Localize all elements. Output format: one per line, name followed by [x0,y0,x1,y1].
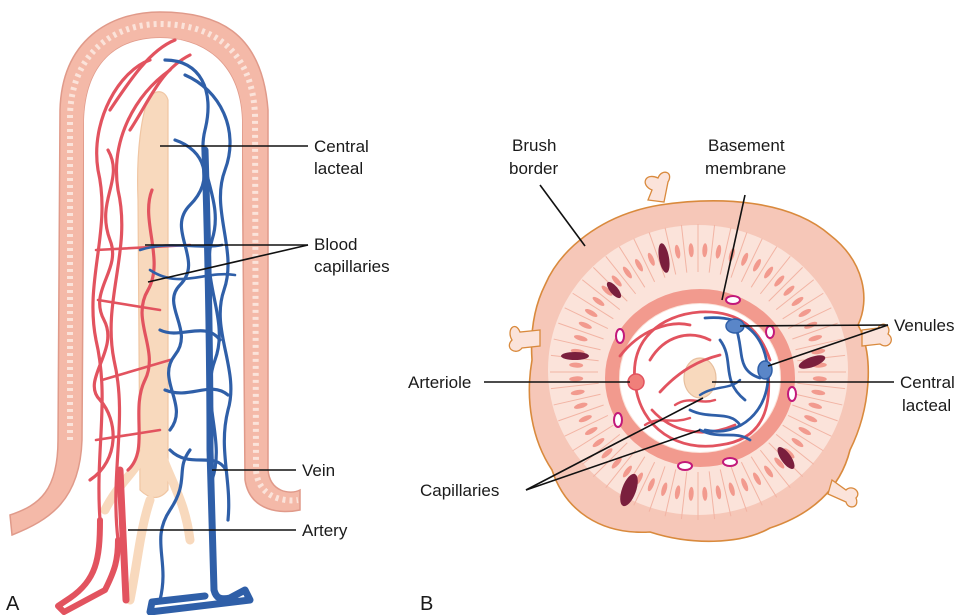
label-central-lacteal-b-line1: Central [900,373,955,392]
label-venules: Venules [894,316,955,335]
label-basement-membrane-line2: membrane [705,159,786,178]
label-brush-border-line1: Brush [512,136,556,155]
label-blood-capillaries-line2: capillaries [314,257,390,276]
venule-lower [758,361,772,379]
label-arteriole: Arteriole [408,373,471,392]
panel-label-a: A [6,593,20,615]
label-brush-border-line2: border [509,159,558,178]
label-capillaries: Capillaries [420,481,499,500]
label-central-lacteal-b-line2: lacteal [902,396,951,415]
leader-brush-border [540,185,585,246]
villus-longitudinal: Central lacteal Blood capillaries Vein A… [6,12,390,615]
label-artery: Artery [302,521,348,540]
panel-label-b: B [420,593,433,615]
label-central-lacteal-a-line2: lacteal [314,159,363,178]
label-vein: Vein [302,461,335,480]
label-blood-capillaries-line1: Blood [314,235,357,254]
central-lacteal-b [684,358,716,398]
villus-cross-section: Brush border Basement membrane Venules A… [408,136,955,615]
arteriole [628,374,644,390]
label-basement-membrane-line1: Basement [708,136,785,155]
label-central-lacteal-a-line1: Central [314,137,369,156]
leader-venules-1 [740,325,888,326]
